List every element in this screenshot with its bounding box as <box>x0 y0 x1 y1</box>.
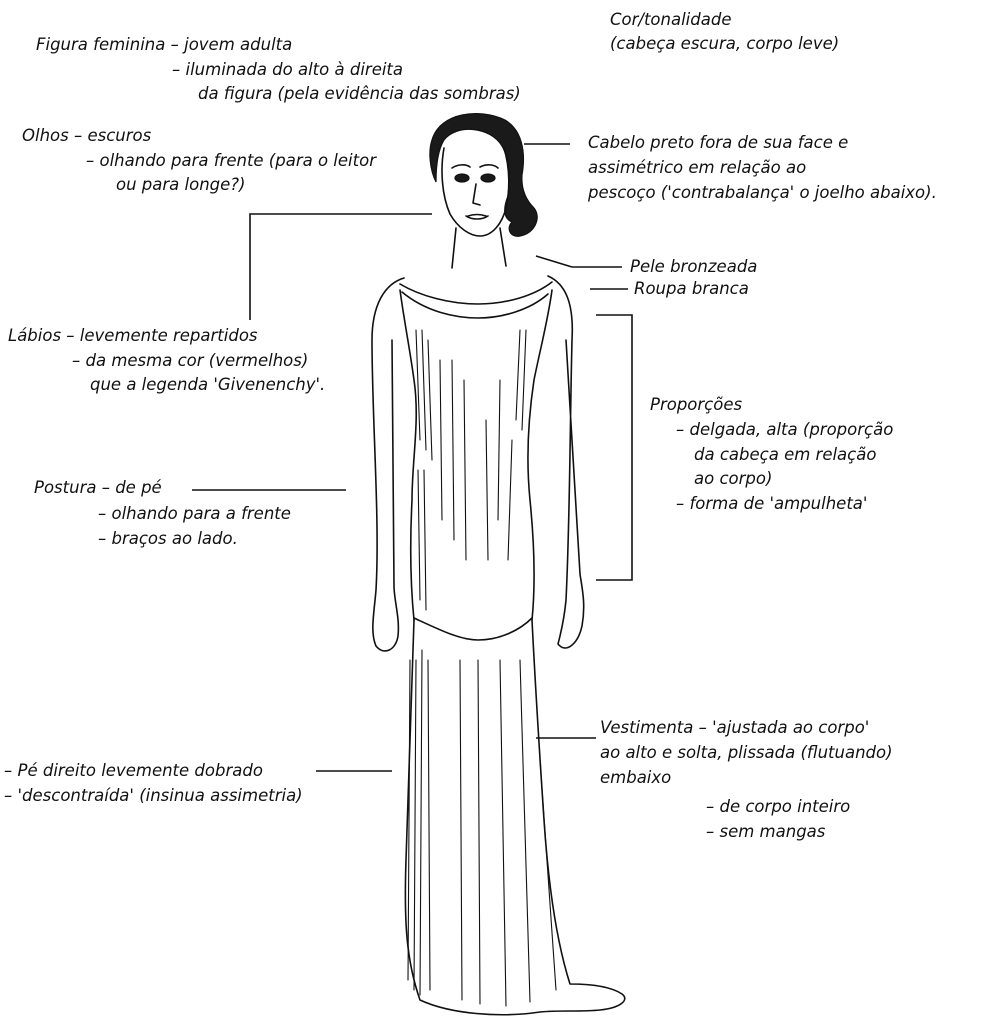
left-eye <box>455 174 469 182</box>
lips <box>466 215 488 220</box>
neck <box>452 228 506 268</box>
label-garment-bottom: embaixo <box>600 766 671 790</box>
label-proportions-body: ao corpo) <box>694 467 772 491</box>
label-proportions-head: da cabeça em relação <box>694 443 876 467</box>
nose <box>473 184 480 205</box>
right-eyebrow <box>480 165 498 168</box>
label-proportions: Proporções <box>650 393 742 417</box>
label-foot-relaxed: – 'descontraída' (insinua assimetria) <box>4 784 303 808</box>
label-proportions-slim: – delgada, alta (proporção <box>676 418 893 442</box>
label-posture-arms: – braços ao lado. <box>98 527 238 551</box>
label-garment-fit: ao alto e solta, plissada (flutuando) <box>600 741 893 765</box>
label-figure: Figura feminina – jovem adulta <box>36 33 292 57</box>
label-color-tone: Cor/tonalidade <box>610 8 731 32</box>
dress-neckline <box>400 282 552 318</box>
label-clothing-color: Roupa branca <box>634 277 749 301</box>
label-garment: Vestimenta – 'ajustada ao corpo' <box>600 716 869 740</box>
label-foot: – Pé direito levemente dobrado <box>4 759 263 783</box>
label-eyes-question: ou para longe?) <box>116 173 245 197</box>
label-color-tone-detail: (cabeça escura, corpo leve) <box>610 32 839 56</box>
label-hair: Cabelo preto fora de sua face e <box>588 131 848 155</box>
label-figure-shadows: da figura (pela evidência das sombras) <box>198 82 521 106</box>
right-arm <box>548 276 584 648</box>
right-eye <box>481 174 495 182</box>
label-lips-color: – da mesma cor (vermelhos) <box>72 349 308 373</box>
left-eyebrow <box>452 165 470 168</box>
label-posture-gaze: – olhando para a frente <box>98 502 291 526</box>
label-garment-full-length: – de corpo inteiro <box>706 795 850 819</box>
label-proportions-hourglass: – forma de 'ampulheta' <box>676 492 867 516</box>
label-lips: Lábios – levemente repartidos <box>8 324 258 348</box>
label-figure-lighting: – iluminada do alto à direita <box>172 58 403 82</box>
label-posture: Postura – de pé <box>34 476 162 500</box>
label-eyes: Olhos – escuros <box>22 124 151 148</box>
label-hair-asymmetry: assimétrico em relação ao <box>588 156 806 180</box>
left-arm <box>372 278 404 651</box>
hip-drape <box>414 618 532 640</box>
label-garment-sleeveless: – sem mangas <box>706 820 825 844</box>
dress-skirt <box>405 620 624 1015</box>
label-hair-balance: pescoço ('contrabalança' o joelho abaixo… <box>588 181 937 205</box>
label-skin: Pele bronzeada <box>630 255 757 279</box>
label-eyes-gaze: – olhando para frente (para o leitor <box>86 149 376 173</box>
label-lips-legend: que a legenda 'Givenenchy'. <box>90 373 325 397</box>
